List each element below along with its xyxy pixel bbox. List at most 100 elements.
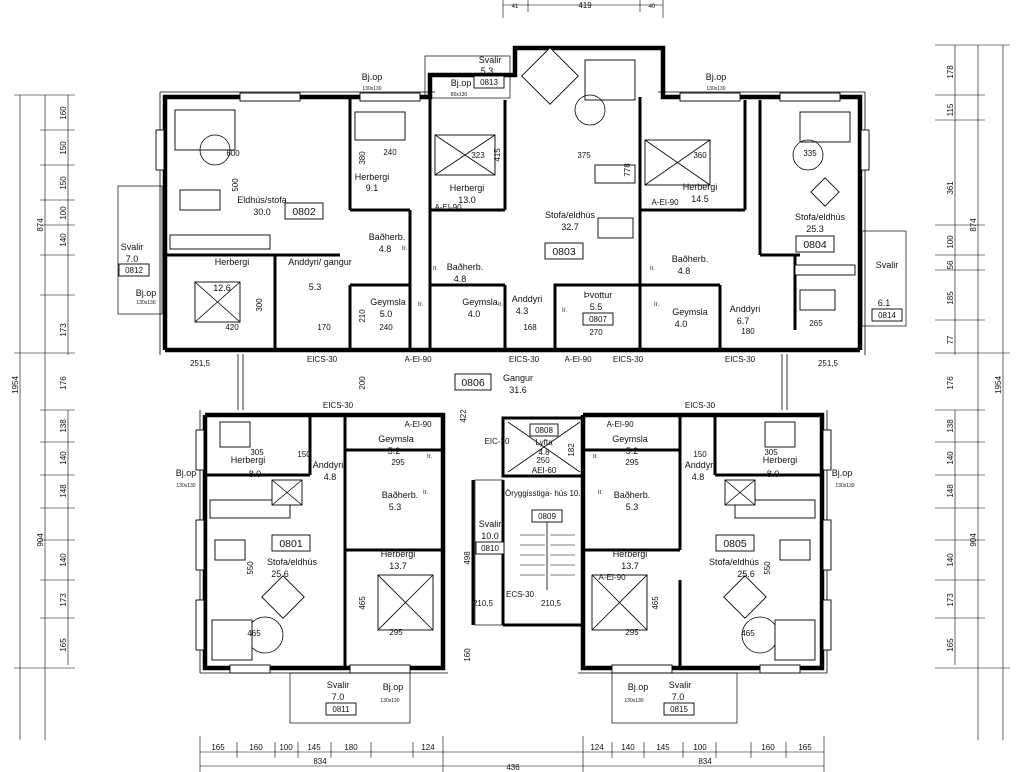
room-name: Anddyri [685,460,716,470]
dim-l-12: 173 [59,593,68,607]
dim-br-5: 160 [761,743,775,752]
interior-dim: 300 [255,298,264,312]
room-name: Geymsla [378,434,414,444]
room-area: 8.0 [767,469,780,479]
room-area: 5.2 [388,446,401,456]
room-area: 32.7 [561,222,579,232]
balcony-id: 0811 [332,705,350,714]
balcony-area: 7.0 [332,692,345,702]
stair-steps [520,520,575,590]
ir-label: Ir. [654,302,659,308]
fire-label: EICS-30 [307,355,338,364]
dim-l-8: 138 [59,419,68,433]
room-name: Herbergi [450,183,485,193]
interior-dim: 375 [577,151,591,160]
bjop-size: 130x130 [362,86,381,92]
room-area: 4.3 [516,306,529,316]
dim-top-3: 40 [649,4,656,10]
ir-label: Ir. [418,302,423,308]
interior-dim: 150 [297,450,311,459]
room-area: 9.1 [366,183,379,193]
interior-dim: 251,5 [190,359,211,368]
fire-label: EICS-30 [685,401,716,410]
room-name: Herbergi [231,455,266,465]
unit-id-box [454,373,492,391]
ir-labels: Ir. Ir. Ir. Ir. Ir. Ir. Ir. Ir. Ir. Ir. … [402,246,659,496]
room-area: 8.0 [249,469,262,479]
dim-l-2: 150 [59,141,68,155]
room-name: Anddyri [313,460,344,470]
interior-dim: 500 [231,178,240,192]
room-area: 6.7 [737,316,750,326]
balcony-id: 0812 [125,266,143,275]
dim-r-total-2: 1954 [994,376,1003,394]
dim-bl-1: 165 [211,743,225,752]
ir-label: Ir. [598,490,603,496]
room-name: Herbergi [355,172,390,182]
left-dims: 160 150 150 100 140 173 176 138 140 148 … [11,106,68,652]
ir-label: Ir. [562,308,567,314]
balconies [117,55,907,724]
dim-l-5: 140 [59,233,68,247]
fire-label: A-EI-90 [404,355,432,364]
room-name: Herbergi [215,257,250,267]
apartment-0804: Herbergi 14.5 Stofa/eldhús 25.3 0804 Bað… [672,182,846,329]
dim-r-4: 100 [946,235,955,249]
laundry-id: 0807 [589,315,607,324]
unit-id-box [582,312,614,326]
dim-l-total-1: 874 [36,218,45,232]
fire-label: A-EI-90 [598,573,626,582]
room-name: Herbergi [763,455,798,465]
interior-dim: 335 [803,149,817,158]
laundry-name: Þvottur [584,290,613,300]
stair-id: 0809 [538,512,556,521]
interior-dim: 422 [459,409,468,423]
interior-dim: 160 [463,648,472,662]
bjop-size: 130x130 [380,698,399,704]
dim-br-3: 145 [656,743,670,752]
interior-dim: 420 [225,323,239,332]
interior-dim: 465 [358,596,367,610]
apartment-0803: Herbergi 13.0 Stofa/eldhús 32.7 0803 Bað… [447,183,614,326]
unit-id-box [531,509,563,523]
window-labels: Bj.op 130x130 Bj.op 80x130 Bj.op 130x130… [136,72,855,704]
dimension-texts: 41 419 40 165 160 100 145 180 124 124 14… [11,1,1003,772]
dim-bt-1: 834 [313,757,327,766]
bjop-size: 130x130 [176,483,195,489]
balcony-name: Svalir [327,680,350,690]
dim-r-2: 115 [946,103,955,116]
room-area: 25.6 [271,569,289,579]
interior-dims: 600 500 380 240 323 415 375 778 360 335 … [190,148,839,662]
room-name: Geymsla [462,297,498,307]
apartment-0802: Eldhús/stofa 30.0 0802 Herbergi 9.1 Herb… [213,172,406,319]
interior-dim: 180 [741,327,755,336]
room-name: Geymsla [672,307,708,317]
dim-bl-5: 180 [344,743,358,752]
room-name: Herbergi [381,549,416,559]
balcony-id: 0815 [670,705,688,714]
unit-id: 0805 [723,538,747,550]
unit-id: 0804 [803,239,827,251]
interior-dim: 415 [493,148,502,162]
interior-dim: 182 [567,443,576,457]
dim-top-1: 41 [512,4,519,10]
interior-dim: 240 [383,148,397,157]
room-name: Baðherb. [614,490,651,500]
fire-label: EICS-30 [725,355,756,364]
room-area: 4.8 [454,274,467,284]
dim-r-14: 165 [946,638,955,652]
dim-r-total-3: 904 [969,533,978,547]
dim-bt-3: 834 [698,757,712,766]
room-area: 5.3 [309,282,322,292]
room-area: 12.6 [213,283,231,293]
bjop-label: Bj.op [176,468,197,478]
interior-dim: 270 [589,328,603,337]
balcony-name: Svalir [479,519,502,529]
balcony-area: 7.0 [126,254,139,264]
unit-id-box [118,263,150,277]
interior-dim: 240 [379,323,393,332]
interior-dim: 550 [763,561,772,575]
balcony-area: 5.3 [481,66,494,76]
room-area: 13.7 [621,561,639,571]
bjop-label: Bj.op [628,682,649,692]
